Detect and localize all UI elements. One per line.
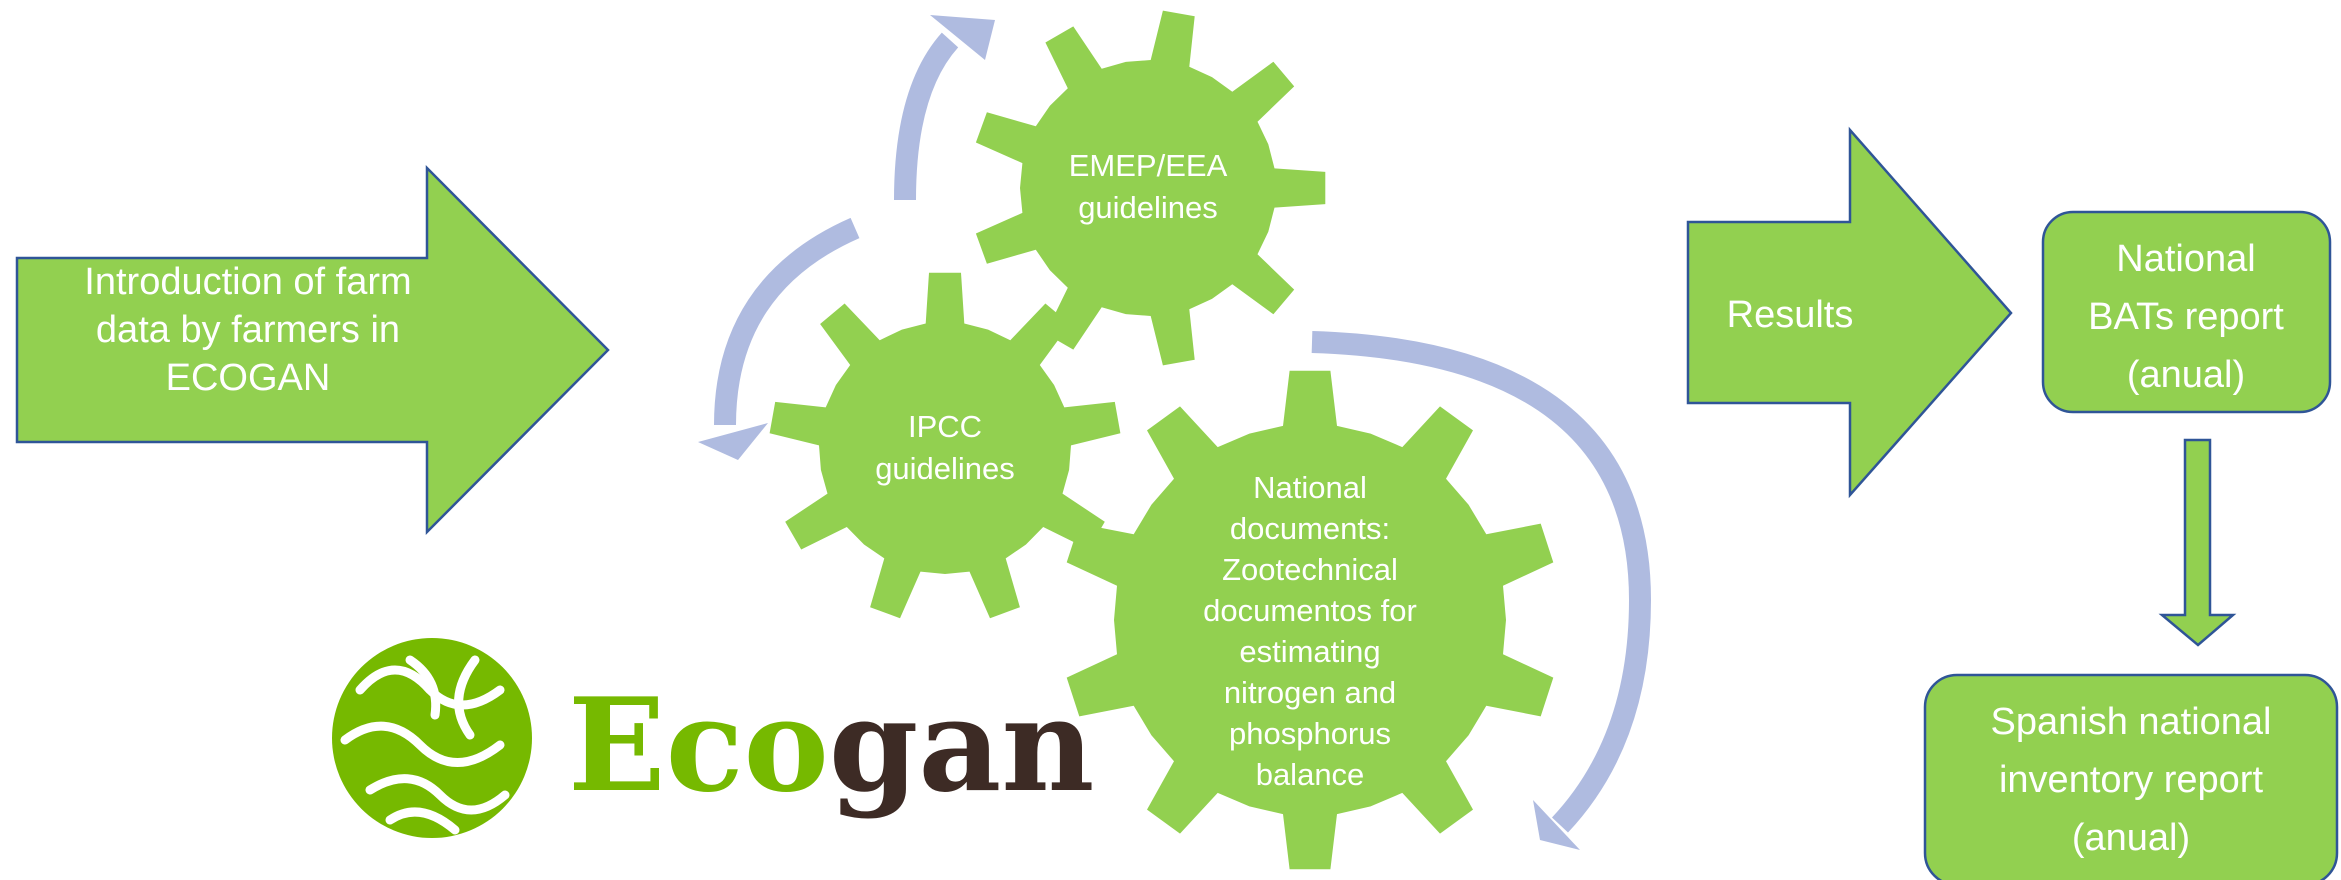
text-line: guidelines [875,451,1015,486]
cycle-arrowhead-top [930,15,995,60]
inventory-report-box: Spanish national inventory report (anual) [1923,673,2339,880]
text-line: BATs report [2088,296,2284,338]
logo-wordmark: Ecogan [568,671,1094,821]
text-line: National [2116,238,2255,280]
text-line: EMEP/EEA [1069,148,1228,183]
gear-ipcc: IPCC guidelines [769,272,1121,619]
text-line: guidelines [1078,190,1218,225]
text-line: documents: [1230,511,1390,546]
text-line: Zootechnical [1222,552,1398,587]
text-line: data by farmers in [96,309,400,351]
gear-ipcc-icon [769,272,1121,619]
text-line: Results [1727,294,1854,336]
text-line: inventory report [1999,759,2263,801]
text-line: Introduction of farm [84,261,411,303]
gear-national: National documents: Zootechnical documentos… [1066,370,1554,870]
gear-ipcc-label: IPCC guidelines [875,409,1015,486]
cycle-arrows [698,15,1652,850]
leaf-swirl-circle-icon [332,638,532,838]
cycle-arrowhead-right [1533,800,1580,850]
text-line: (anual) [2127,354,2245,396]
text-line: IPCC [908,409,982,444]
gear-emep-label: EMEP/EEA guidelines [1069,148,1228,225]
cycle-arrow-left [714,217,860,426]
text-line: balance [1256,757,1365,792]
gear-emep-icon [975,10,1326,366]
ecogan-logo: Ecogan [332,638,1094,838]
gear-national-icon [1066,370,1554,870]
inventory-report-label: Spanish national inventory report (anual) [1991,701,2272,859]
text-line: National [1253,470,1367,505]
text-line: (anual) [2072,817,2190,859]
cycle-arrow-top [894,32,959,201]
results-arrow: Results [1686,126,2013,499]
text-line: documentos for [1203,593,1417,628]
text-line: phosphorus [1229,716,1391,751]
cycle-arrow-right [1311,331,1652,833]
text-line: nitrogen and [1224,675,1396,710]
text-line: estimating [1239,634,1380,669]
input-arrow: Introduction of farm data by farmers in EC… [15,164,610,536]
gear-national-label: National documents: Zootechnical documentos… [1203,470,1417,792]
text-line: Spanish national [1991,701,2272,743]
input-arrow-label: Introduction of farm data by farmers in EC… [84,261,411,399]
text-line: ECOGAN [166,357,331,399]
cycle-arrowhead-left [698,423,768,460]
gear-emep: EMEP/EEA guidelines [975,10,1326,366]
down-arrow [2158,438,2237,647]
results-arrow-label: Results [1727,294,1854,336]
